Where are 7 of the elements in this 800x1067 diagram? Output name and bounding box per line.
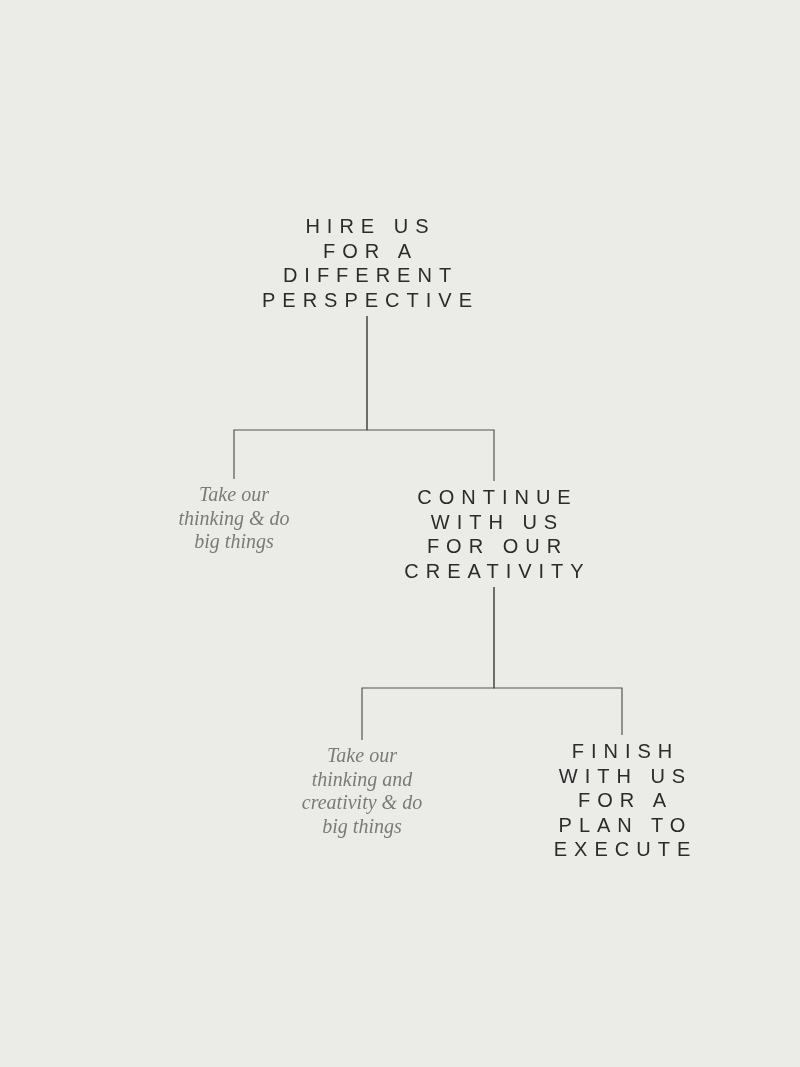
step-heading: FINISH WITH US FOR A PLAN TO EXECUTE <box>552 739 699 862</box>
step-heading: HIRE US FOR A DIFFERENT PERSPECTIVE <box>260 214 480 312</box>
connector-line <box>493 586 623 736</box>
option-text: Take our thinking and creativity & do big things <box>300 744 424 838</box>
step-heading: CONTINUE WITH US FOR OUR CREATIVITY <box>403 485 592 583</box>
connector-line <box>366 315 495 482</box>
option-text: Take our thinking & do big things <box>177 483 291 554</box>
